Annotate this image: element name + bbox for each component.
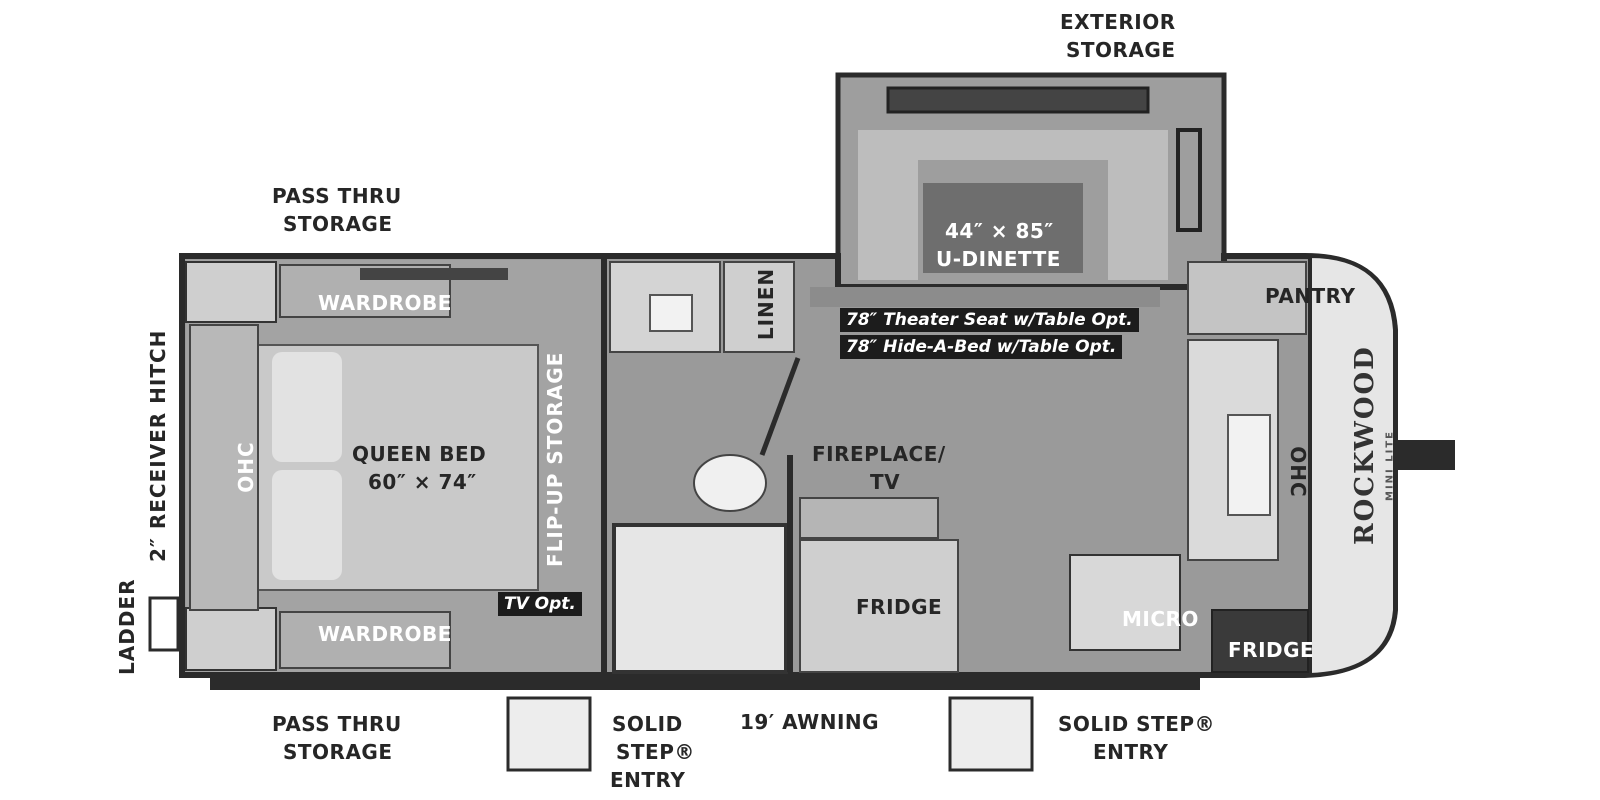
label-step-entry-right-1: SOLID STEP® — [1058, 712, 1216, 736]
label-awning: 19′ AWNING — [740, 710, 880, 734]
label-pass-thru-bottom-1: PASS THRU — [272, 712, 402, 736]
dinette-bench-right — [1108, 130, 1168, 280]
label-ohc-left: OHC — [234, 441, 258, 493]
label-fireplace-2: TV — [870, 470, 901, 494]
label-ohc-right: OHC — [1286, 446, 1310, 498]
label-fridge-center: FRIDGE — [856, 595, 943, 619]
linen-cab — [723, 261, 795, 353]
wardrobe-bottom-cab — [279, 611, 451, 669]
toilet — [693, 454, 767, 512]
fireplace-box — [799, 497, 939, 539]
ohc-left-shelf — [189, 324, 259, 611]
label-step-entry-left-1: SOLID — [612, 712, 683, 736]
label-theater-seat: 78″ Theater Seat w/Table Opt. — [840, 308, 1139, 332]
slide-window — [886, 86, 1150, 114]
step-right — [948, 696, 1034, 772]
label-ladder: LADDER — [115, 578, 139, 676]
label-wardrobe-bottom: WARDROBE — [318, 622, 452, 646]
label-pass-thru-bottom-2: STORAGE — [283, 740, 393, 764]
brand-sub: MINI LITE — [1384, 430, 1396, 501]
label-fireplace-1: FIREPLACE/ — [812, 442, 946, 466]
bedroom-window — [360, 268, 508, 280]
wardrobe-bottom-box — [185, 607, 277, 671]
label-exterior-storage-1: EXTERIOR — [1060, 10, 1176, 34]
stove — [1069, 554, 1181, 651]
fridge-right-box — [1211, 609, 1309, 673]
front-cap — [1308, 253, 1397, 678]
bath-door — [759, 357, 801, 456]
step-left — [506, 696, 592, 772]
dinette-table — [923, 183, 1083, 273]
fridge-center-box — [799, 539, 959, 673]
label-wardrobe-top: WARDROBE — [318, 291, 452, 315]
label-step-entry-right-2: ENTRY — [1093, 740, 1169, 764]
label-step-entry-left-3: ENTRY — [610, 768, 686, 792]
label-receiver-hitch: 2″ RECEIVER HITCH — [146, 329, 170, 562]
hitch-tongue — [1395, 440, 1455, 470]
label-tv-opt: TV Opt. — [498, 592, 582, 616]
label-queen-bed: QUEEN BED — [352, 442, 487, 466]
theater-seat-area — [810, 287, 1160, 307]
label-pass-thru-top-1: PASS THRU — [272, 184, 402, 208]
label-hide-a-bed: 78″ Hide-A-Bed w/Table Opt. — [840, 335, 1123, 359]
label-pass-thru-top-2: STORAGE — [283, 212, 393, 236]
slide-door — [1176, 128, 1202, 232]
label-step-entry-left-2: STEP® — [616, 740, 695, 764]
wardrobe-top-box — [185, 261, 277, 323]
label-exterior-storage-2: STORAGE — [1066, 38, 1176, 62]
label-dinette-name: U-DINETTE — [936, 247, 1061, 271]
label-fridge-right: FRIDGE — [1228, 638, 1315, 662]
awning-rail — [210, 678, 1200, 690]
brand-name: ROCKWOOD — [1350, 345, 1380, 545]
shower — [612, 523, 788, 674]
label-micro: MICRO — [1122, 607, 1199, 631]
pillow-2 — [272, 470, 342, 580]
pillow-1 — [272, 352, 342, 462]
label-pantry: PANTRY — [1265, 284, 1356, 308]
ladder-shape — [148, 596, 180, 652]
label-queen-bed-size: 60″ × 74″ — [368, 470, 477, 494]
dinette-bench-left — [858, 130, 918, 280]
pantry-cab — [1187, 261, 1307, 335]
kitchen-sink — [1227, 414, 1271, 516]
sink — [649, 294, 693, 332]
label-flip-up-storage: FLIP-UP STORAGE — [543, 351, 567, 567]
label-dinette-size: 44″ × 85″ — [945, 219, 1054, 243]
label-linen: LINEN — [754, 267, 778, 341]
